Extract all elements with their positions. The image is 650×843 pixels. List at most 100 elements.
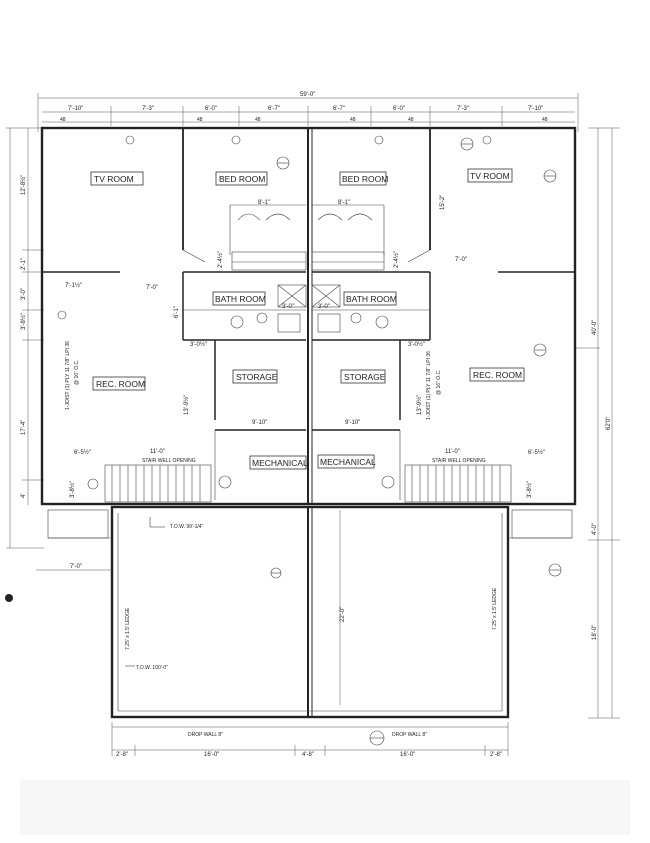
top-small-6: 48 — [542, 117, 548, 123]
right-bed-room-label: BED ROOM — [342, 174, 388, 184]
drop-wall-left: DROP WALL 8" — [188, 732, 223, 738]
right-bath-b-dim: 3'-0" — [318, 304, 330, 310]
right-closet-h-dim: 2'-4½" — [393, 251, 400, 268]
bottom-dimension-lines — [111, 722, 509, 756]
top-small-4: 48 — [350, 117, 356, 123]
left-bath-h-dim: 6'-1" — [174, 306, 180, 318]
right-dim-outer: 62'0" — [606, 417, 612, 430]
left-storage-h-dim: 13'-9½" — [183, 395, 190, 415]
top-dim-3: 6'-0" — [205, 106, 217, 112]
bottom-dim-5: 2'-8" — [490, 752, 502, 758]
section-markers — [57, 135, 562, 746]
right-stair-treads — [411, 465, 501, 502]
left-mechanical-label-box — [249, 455, 307, 470]
left-stair-w-dim: 11'-0" — [150, 449, 165, 455]
right-stair-h-dim: 3'-8½" — [526, 481, 533, 498]
tow-bottom-note: T.O.W. 100'-0" — [136, 665, 168, 671]
right-bath-room-label-box — [343, 291, 397, 306]
right-dim-18: 18'-0" — [592, 625, 598, 640]
right-stair-note: STAIR WELL OPENING — [432, 458, 486, 464]
punch-hole-mark — [5, 594, 13, 602]
basement-outline — [40, 126, 577, 506]
left-stair-h-dim: 3'-8½" — [69, 481, 76, 498]
right-storage-label: STORAGE — [344, 372, 386, 382]
left-storage-w-dim: 9'-10" — [252, 420, 267, 426]
left-bath-room-label: BATH ROOM — [215, 294, 266, 304]
top-dim-6: 6'-0" — [393, 106, 405, 112]
right-rec-room-label-box — [469, 367, 525, 382]
right-rec-dim: 7'-0" — [455, 257, 467, 263]
top-dim-5: 6'-7" — [333, 106, 345, 112]
right-rec-room-label: REC. ROOM — [473, 370, 522, 380]
right-closet-dim: 8'-1" — [338, 200, 350, 206]
left-dim-small: 2'-1" — [21, 258, 27, 270]
left-rec-room-label: REC. ROOM — [96, 379, 145, 389]
tow-top-note: T.O.W. 99'-1/4" — [170, 524, 204, 530]
ledge-left-note: 7.25' x 1.5' LEDGE — [125, 607, 131, 650]
garage-outline — [36, 505, 573, 719]
top-small-5: 48 — [408, 117, 414, 123]
right-joist-oc: @ 16" O.C. — [436, 370, 442, 395]
left-stair-treads — [111, 465, 201, 502]
left-tv-room-label: TV ROOM — [94, 174, 134, 184]
left-bed-room-label-box — [215, 171, 268, 186]
left-rec-room-label-box — [92, 376, 146, 391]
left-dimension-lines — [6, 127, 44, 549]
top-small-1: 48 — [60, 117, 66, 123]
left-unit-walls — [42, 128, 307, 503]
left-dim-3: 3'-0" — [21, 288, 27, 300]
right-dim-40: 40'-0" — [592, 320, 598, 335]
top-dim-4: 6'-7" — [268, 106, 280, 112]
top-dim-7: 7'-3" — [457, 106, 469, 112]
left-bath-b-dim: 3'-0" — [282, 304, 294, 310]
right-tv-h-dim: 15'-2" — [440, 195, 446, 210]
bottom-dim-2: 16'-0" — [204, 752, 219, 758]
left-storage-label-box — [232, 369, 278, 384]
left-stair-small-dim: 6'-5½" — [74, 449, 91, 456]
right-bed-room-label-box — [339, 171, 387, 186]
left-dim-4: 4' — [21, 494, 27, 498]
right-tv-room-label: TV ROOM — [470, 171, 510, 181]
right-unit-walls — [311, 128, 575, 503]
left-dim-12: 12'-8½" — [20, 175, 27, 195]
overall-width-dim: 59'-0" — [300, 92, 315, 98]
drop-wall-right: DROP WALL 8" — [392, 732, 427, 738]
right-joist-note: 1-JOIST (1) PLY 11 7/8" LPI 36 — [426, 351, 432, 420]
garage-depth-dim: 22'-0" — [340, 607, 346, 622]
right-storage-w-dim: 9'-10" — [345, 420, 360, 426]
left-rec-dim-b: 7'-0" — [146, 285, 158, 291]
right-mechanical-label-box — [317, 454, 375, 469]
left-bath-a-dim: 3'-0½" — [190, 341, 207, 348]
right-stair-w-dim: 11'-0" — [445, 449, 460, 455]
left-closet-h-dim: 2'-4½" — [217, 251, 224, 268]
ledge-right-note: 7.25' x 1.5' LEDGE — [492, 587, 498, 630]
bottom-dim-1: 2'-8" — [116, 752, 128, 758]
right-stair-small-dim: 6'-5½" — [528, 449, 545, 456]
garage-left-offset-dim: 7'-0" — [70, 564, 82, 570]
right-dimension-lines — [575, 127, 620, 719]
left-bath-room-label-box — [212, 291, 266, 306]
left-storage-label: STORAGE — [236, 372, 278, 382]
left-mechanical-label: MECHANICAL — [252, 458, 308, 468]
top-dimension-lines — [37, 93, 579, 132]
right-bath-room-label: BATH ROOM — [346, 294, 397, 304]
top-small-2: 48 — [197, 117, 203, 123]
left-bed-room-label: BED ROOM — [219, 174, 265, 184]
right-tv-room-label-box — [467, 168, 513, 183]
left-dim-3b: 3'-8½" — [20, 313, 27, 330]
top-dim-2: 7'-3" — [142, 106, 154, 112]
left-tv-room-label-box — [90, 171, 144, 186]
right-dim-4: 4'-0" — [592, 523, 598, 535]
left-closet-dim: 8'-1" — [258, 200, 270, 206]
left-joist-note: 1-JOIST (1) PLY 11 7/8" LPI 36 — [65, 341, 71, 410]
right-storage-label-box — [340, 369, 386, 384]
left-stair-note: STAIR WELL OPENING — [142, 458, 196, 464]
top-dim-8: 7'-10" — [528, 106, 543, 112]
right-bath-a-dim: 3'-0½" — [408, 341, 425, 348]
bottom-dim-3: 4'-8" — [302, 752, 314, 758]
left-joist-oc: @ 16" O.C. — [74, 360, 80, 385]
right-storage-h-dim: 13'-9½" — [416, 395, 423, 415]
right-mechanical-label: MECHANICAL — [320, 457, 376, 467]
top-dim-1: 7'-10" — [68, 106, 83, 112]
